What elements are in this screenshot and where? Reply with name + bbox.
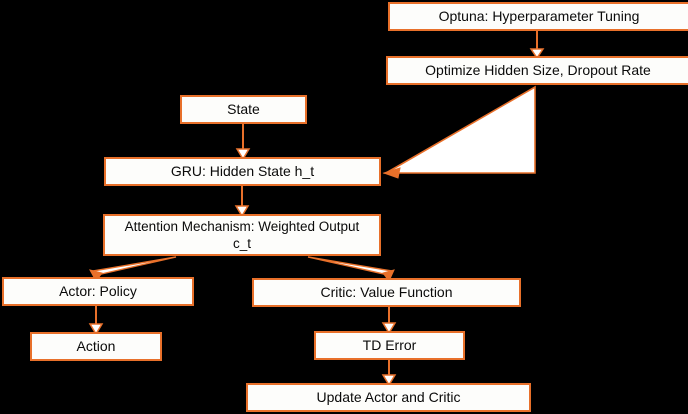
node-critic-value-function[interactable]: Critic: Value Function <box>252 278 521 307</box>
node-optimize-hidden-size-dropout-rate[interactable]: Optimize Hidden Size, Dropout Rate <box>386 56 688 85</box>
edge-state-to-gru <box>235 124 251 161</box>
node-attention-mechanism-weighted-output[interactable]: Attention Mechanism: Weighted Output c_t <box>103 214 381 256</box>
node-actor-policy[interactable]: Actor: Policy <box>2 277 194 306</box>
node-gru-hidden-state[interactable]: GRU: Hidden State h_t <box>104 157 381 186</box>
edge-tderror-to-update <box>381 360 397 387</box>
edge-actor-to-action <box>88 306 104 336</box>
node-optuna-hyperparameter-tuning[interactable]: Optuna: Hyperparameter Tuning <box>388 2 688 31</box>
edge-optuna-to-optimize <box>529 31 545 60</box>
edge-gru-to-attention <box>234 186 250 218</box>
edge-optimize-to-gru <box>382 85 536 179</box>
edge-critic-to-tderror <box>381 306 397 335</box>
node-update-actor-and-critic[interactable]: Update Actor and Critic <box>246 383 531 412</box>
node-action[interactable]: Action <box>30 332 162 361</box>
node-state[interactable]: State <box>180 95 307 124</box>
node-td-error[interactable]: TD Error <box>314 331 465 360</box>
